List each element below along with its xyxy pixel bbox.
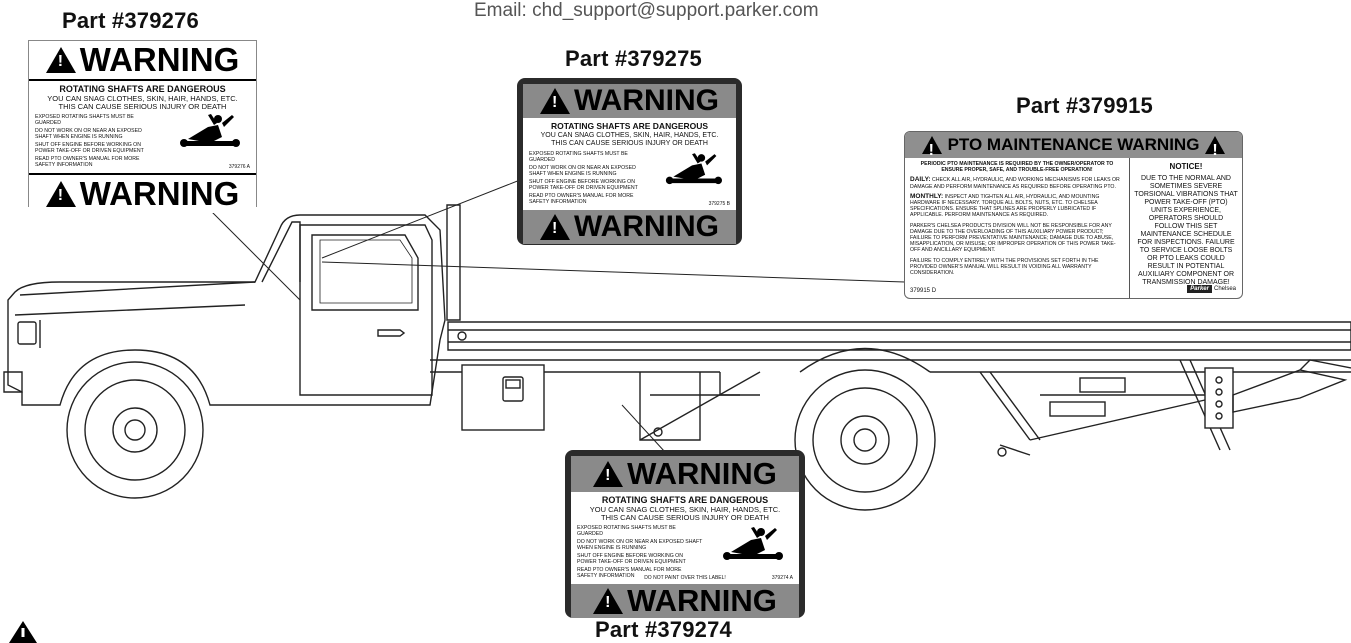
warning-triangle-icon	[593, 461, 624, 487]
warning-bullets: EXPOSED ROTATING SHAFTS MUST BE GUARDED …	[577, 525, 702, 579]
entanglement-hazard-icon	[723, 527, 783, 560]
warning-banner-bottom: WARNING	[523, 210, 736, 244]
warning-banner-top: WARNING	[523, 84, 736, 118]
pto-notice-title: NOTICE!	[1169, 162, 1203, 171]
warning-triangle-icon	[540, 88, 570, 114]
pto-schedule: PERIODIC PTO MAINTENANCE IS REQUIRED BY …	[905, 158, 1130, 298]
bullet-item: DO NOT WORK ON OR NEAR AN EXPOSED SHAFT …	[529, 165, 636, 177]
warning-body: ROTATING SHAFTS ARE DANGEROUS YOU CAN SN…	[523, 118, 736, 210]
warning-headline: ROTATING SHAFTS ARE DANGEROUS	[601, 495, 769, 505]
warning-banner-bottom: WARNING	[29, 173, 256, 213]
parker-logo: Parker	[1187, 285, 1212, 293]
pto-monthly-label: MONTHLY:	[910, 192, 944, 200]
windshield	[261, 221, 301, 283]
cab-outline	[7, 214, 446, 406]
warning-triangle-icon	[593, 588, 624, 614]
warning-line2: THIS CAN CAUSE SERIOUS INJURY OR DEATH	[551, 140, 708, 147]
warning-word: WARNING	[79, 175, 240, 212]
parker-chelsea-logo: Parker Chelsea	[1187, 285, 1236, 293]
pto-notice: NOTICE! DUE TO THE NORMAL AND SOMETIMES …	[1130, 158, 1242, 298]
caution-triangle-icon	[9, 621, 37, 643]
part-label-379274: Part #379274	[595, 617, 732, 642]
leader-line-379915	[321, 261, 906, 283]
pto-title: PTO MAINTENANCE WARNING	[947, 135, 1200, 154]
pto-daily: DAILY: CHECK ALL AIR, HYDRAULIC, AND WOR…	[910, 176, 1124, 190]
warning-word: WARNING	[79, 41, 240, 78]
paint-note: DO NOT PAINT OVER THIS LABEL!	[644, 575, 726, 581]
leader-line-379274	[621, 404, 666, 453]
warning-word: WARNING	[627, 456, 777, 491]
cab-window	[311, 234, 419, 311]
warning-triangle-icon	[1205, 136, 1226, 160]
cab-door	[299, 224, 433, 396]
bullet-item: READ PTO OWNER'S MANUAL FOR MORE SAFETY …	[529, 193, 634, 205]
warning-word: WARNING	[574, 84, 719, 117]
pto-header: PTO MAINTENANCE WARNING	[905, 132, 1242, 160]
warning-label-379275: WARNING ROTATING SHAFTS ARE DANGEROUS YO…	[517, 78, 742, 245]
warning-line2: THIS CAN CAUSE SERIOUS INJURY OR DEATH	[601, 513, 769, 522]
bullet-item: DO NOT WORK ON OR NEAR AN EXPOSED SHAFT …	[35, 128, 142, 140]
bullet-item: SHUT OFF ENGINE BEFORE WORKING ON POWER …	[577, 553, 686, 565]
part-label-379275: Part #379275	[565, 46, 702, 71]
label-code: 379274 A	[771, 575, 793, 581]
support-email: Email: chd_support@support.parker.com	[474, 0, 819, 21]
bullet-item: READ PTO OWNER'S MANUAL FOR MORE SAFETY …	[35, 156, 140, 168]
bullet-item: SHUT OFF ENGINE BEFORE WORKING ON POWER …	[35, 142, 144, 154]
warning-word: WARNING	[627, 583, 777, 618]
part-label-379915: Part #379915	[1016, 93, 1153, 118]
leader-line-379276	[204, 204, 301, 301]
chelsea-logo: Chelsea	[1213, 286, 1236, 292]
warning-banner-bottom: WARNING	[571, 583, 799, 618]
warning-banner-top: WARNING	[29, 41, 256, 81]
pto-warranty: FAILURE TO COMPLY ENTIRELY WITH THE PROV…	[910, 257, 1099, 277]
bullet-item: READ PTO OWNER'S MANUAL FOR MORE SAFETY …	[577, 567, 682, 579]
warning-line1: YOU CAN SNAG CLOTHES, SKIN, HAIR, HANDS,…	[589, 505, 781, 514]
bullet-item: EXPOSED ROTATING SHAFTS MUST BE GUARDED	[529, 151, 628, 163]
warning-body: ROTATING SHAFTS ARE DANGEROUS YOU CAN SN…	[571, 492, 799, 584]
warning-word: WARNING	[574, 210, 719, 243]
label-code: 379276 A	[228, 164, 250, 170]
pto-body: PERIODIC PTO MAINTENANCE IS REQUIRED BY …	[905, 158, 1242, 298]
warning-headline: ROTATING SHAFTS ARE DANGEROUS	[550, 121, 709, 131]
bullet-item: DO NOT WORK ON OR NEAR AN EXPOSED SHAFT …	[577, 539, 703, 551]
pto-monthly-text: INSPECT AND TIGHTEN ALL AIR, HYDRAULIC, …	[910, 193, 1100, 219]
bullet-item: SHUT OFF ENGINE BEFORE WORKING ON POWER …	[529, 179, 638, 191]
part-label-379276: Part #379276	[62, 8, 199, 33]
warning-triangle-icon	[921, 136, 942, 160]
pto-code: 379915 D	[910, 287, 937, 294]
flatbed	[447, 321, 1351, 351]
pto-notice-text: DUE TO THE NORMAL AND SOMETIMES SEVERE T…	[1134, 175, 1238, 286]
entanglement-hazard-icon	[665, 153, 722, 185]
warning-label-379274: WARNING ROTATING SHAFTS ARE DANGEROUS YO…	[565, 450, 805, 618]
warning-headline: ROTATING SHAFTS ARE DANGEROUS	[59, 84, 226, 94]
warning-banner-top: WARNING	[571, 456, 799, 492]
bullet-item: EXPOSED ROTATING SHAFTS MUST BE GUARDED	[577, 525, 676, 537]
warning-line1: YOU CAN SNAG CLOTHES, SKIN, HAIR, HANDS,…	[47, 94, 238, 103]
pto-liability: PARKER'S CHELSEA PRODUCTS DIVISION WILL …	[910, 222, 1116, 254]
pto-intro: PERIODIC PTO MAINTENANCE IS REQUIRED BY …	[920, 161, 1114, 174]
warning-bullets: EXPOSED ROTATING SHAFTS MUST BE GUARDED …	[529, 151, 646, 205]
pto-monthly: MONTHLY: INSPECT AND TIGHTEN ALL AIR, HY…	[910, 192, 1124, 219]
pto-daily-label: DAILY:	[910, 176, 931, 184]
pto-daily-text: CHECK ALL AIR, HYDRAULIC, AND WORKING ME…	[910, 177, 1120, 190]
bullet-item: EXPOSED ROTATING SHAFTS MUST BE GUARDED	[35, 114, 134, 126]
leader-line-379275	[321, 179, 521, 259]
warning-bullets: EXPOSED ROTATING SHAFTS MUST BE GUARDED …	[35, 114, 160, 168]
pto-maintenance-label-379915: PTO MAINTENANCE WARNING PERIODIC PTO MAI…	[904, 131, 1243, 299]
front-wheel	[66, 361, 204, 499]
warning-line2: THIS CAN CAUSE SERIOUS INJURY OR DEATH	[58, 102, 227, 111]
warning-body: ROTATING SHAFTS ARE DANGEROUS YOU CAN SN…	[29, 81, 256, 173]
warning-label-379276: WARNING ROTATING SHAFTS ARE DANGEROUS YO…	[28, 40, 257, 213]
warning-line1: YOU CAN SNAG CLOTHES, SKIN, HAIR, HANDS,…	[540, 132, 719, 139]
label-code: 379275 B	[708, 201, 730, 207]
warning-triangle-icon	[45, 181, 76, 207]
entanglement-hazard-icon	[180, 114, 240, 147]
warning-triangle-icon	[540, 214, 570, 240]
rear-wheel	[794, 369, 936, 511]
warning-triangle-icon	[45, 47, 76, 73]
